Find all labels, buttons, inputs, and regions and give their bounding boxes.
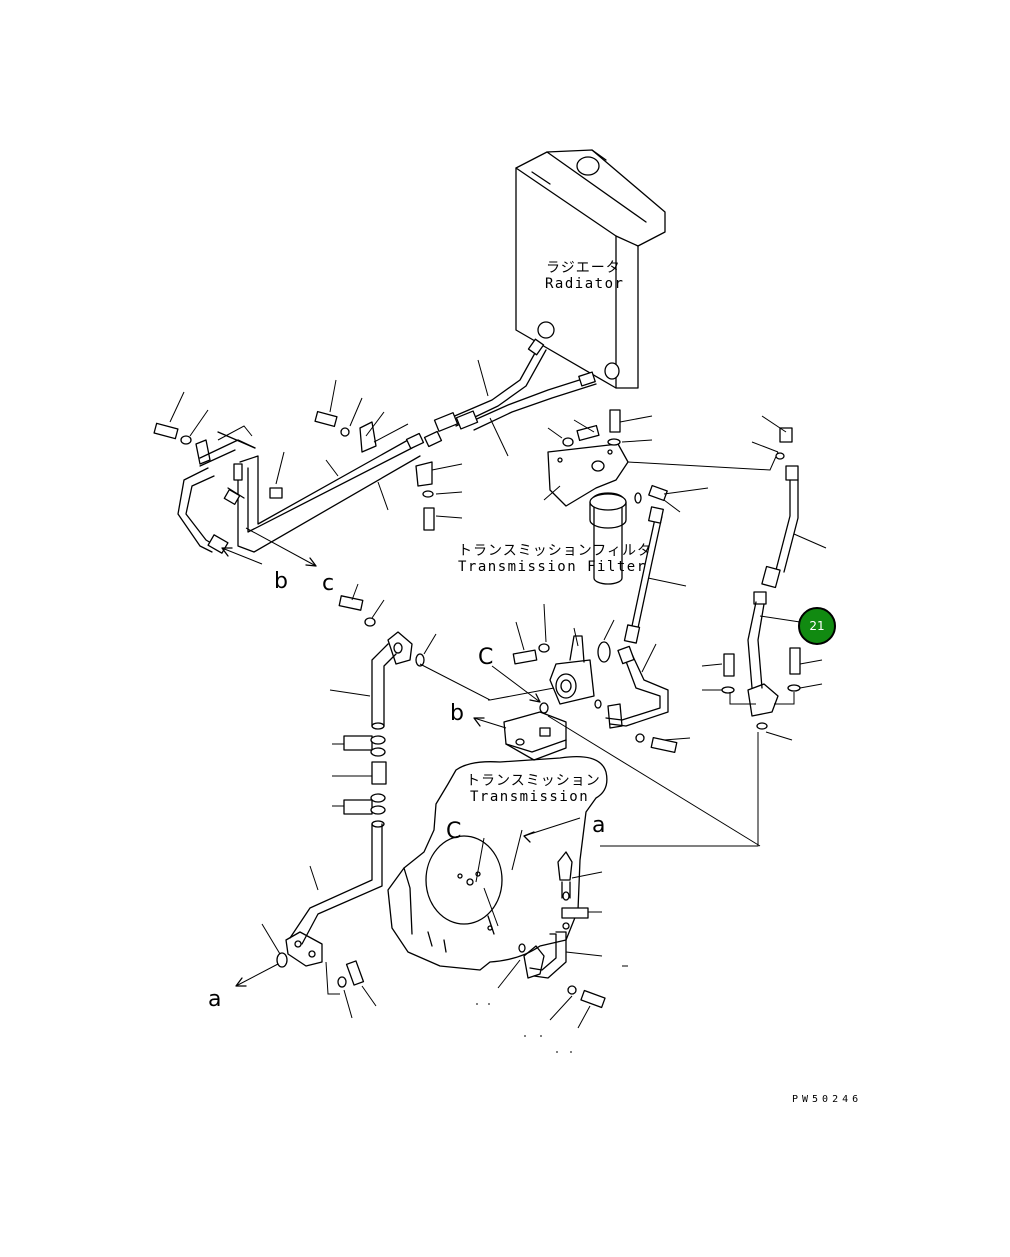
transmission: b トランスミッション Transmission C a [387, 699, 761, 1053]
filter-label-jp: トランスミッションフィルタ [458, 543, 652, 559]
transmission-label-en: Transmission [470, 789, 589, 805]
letter-a-right: a [592, 813, 605, 838]
radiator-hoses [433, 338, 597, 457]
transmission-filter: トランスミッションフィルタ Transmission Filter [458, 409, 779, 585]
callout-21-circle[interactable] [798, 607, 836, 645]
upper-left-pipes: b c [153, 379, 463, 596]
pump-valve: C [419, 603, 691, 754]
letter-b-left: b [274, 569, 288, 594]
letter-c-mid: C [478, 645, 493, 670]
callout-21[interactable]: 21 [798, 607, 836, 645]
right-hose [600, 415, 827, 847]
transmission-label-jp: トランスミッション [466, 773, 601, 789]
radiator: ラジエータ Radiator [515, 149, 666, 389]
letter-a-bottom: a [208, 987, 221, 1012]
letter-c-trans: C [446, 819, 461, 844]
letter-c-left: c [322, 571, 334, 596]
left-pipe: a [208, 583, 437, 1019]
radiator-label-en: Radiator [545, 276, 624, 292]
filter-hose [623, 506, 687, 644]
callout-21-number[interactable]: 21 [809, 619, 824, 633]
letter-b-mid: b [450, 701, 464, 726]
radiator-label-jp: ラジエータ [546, 260, 621, 276]
filter-label-en: Transmission Filter [458, 559, 647, 575]
drawing-code: PW50246 [792, 1094, 862, 1105]
